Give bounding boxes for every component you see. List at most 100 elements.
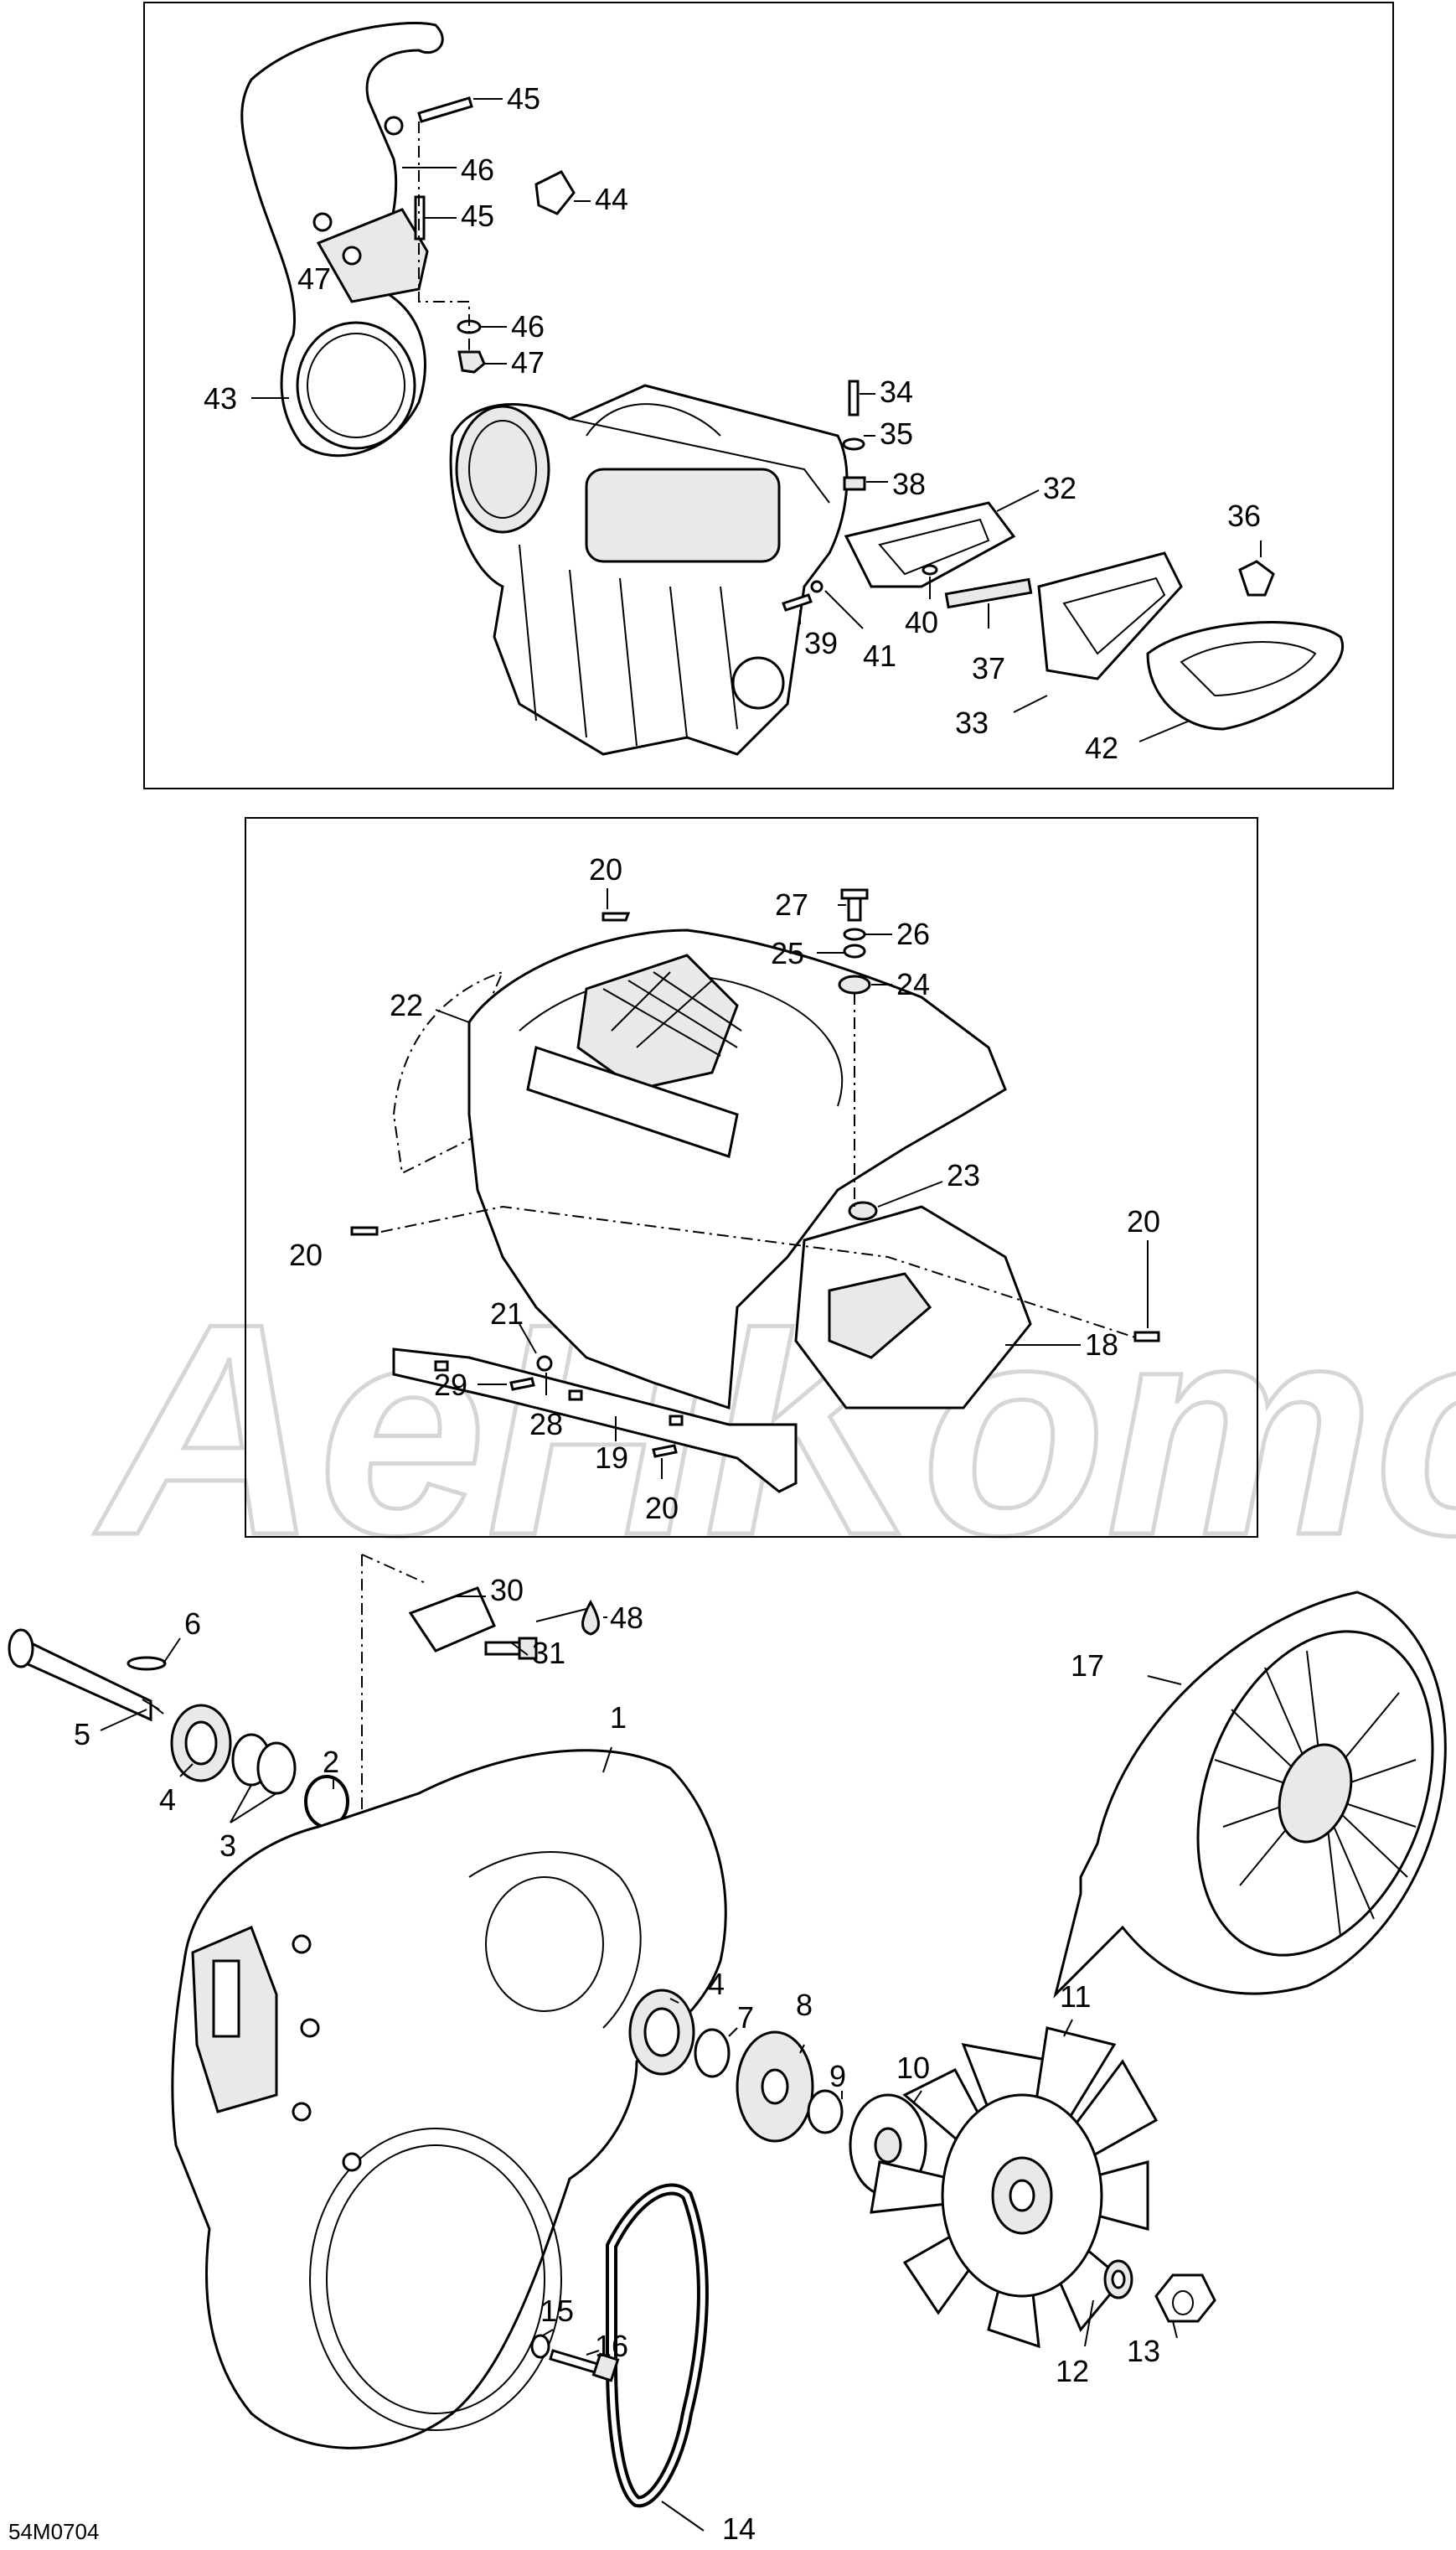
- key-6: [126, 1656, 167, 1671]
- top-assembly: [240, 22, 1344, 756]
- clip-36: [1238, 560, 1275, 597]
- spacer-7: [694, 2028, 731, 2078]
- callout-20a: 20: [589, 852, 622, 887]
- callout-21: 21: [490, 1296, 524, 1331]
- housing-slot: [212, 1959, 240, 2038]
- screw-20d: [652, 1444, 678, 1458]
- callout-26: 26: [896, 917, 930, 951]
- callout-47a: 47: [297, 261, 331, 296]
- callout-48: 48: [610, 1601, 643, 1635]
- callout-29: 29: [434, 1368, 467, 1402]
- washer-46a: [384, 116, 404, 136]
- callout-22: 22: [390, 988, 423, 1022]
- callout-11: 11: [1060, 1979, 1091, 2014]
- bottom-assembly: [8, 1554, 1447, 2508]
- spacer-3b: [256, 1741, 297, 1795]
- callout-12: 12: [1056, 2354, 1089, 2388]
- washer-28: [536, 1355, 553, 1372]
- callout-46b: 46: [511, 309, 545, 344]
- callout-15: 15: [540, 2294, 574, 2328]
- callout-23: 23: [947, 1158, 980, 1192]
- top-assembly-frame: [143, 2, 1394, 789]
- air-silencer-42: [1146, 621, 1344, 731]
- middle-assembly-frame: [245, 817, 1258, 1538]
- callout-36: 36: [1227, 499, 1261, 533]
- callout-1: 1: [610, 1700, 627, 1735]
- oil-drop-icon: [581, 1599, 600, 1636]
- callout-24: 24: [896, 967, 930, 1001]
- housing-hub-opening: [485, 1876, 604, 2012]
- air-intake-opening: [455, 405, 550, 534]
- air-duct-32: [844, 501, 1016, 588]
- callout-28: 28: [529, 1407, 563, 1441]
- screw-20a: [602, 912, 631, 922]
- washer-15: [530, 2334, 550, 2359]
- engine-pulley-end: [731, 656, 785, 710]
- washer-35: [842, 437, 865, 451]
- grommet-23: [848, 1201, 878, 1221]
- callout-14: 14: [722, 2511, 756, 2546]
- air-filter-33: [1037, 551, 1183, 680]
- top-callouts: 45 46 45 44 47 46 47 43 34 35 38 32 36 4…: [204, 81, 1262, 765]
- callout-37: 37: [972, 651, 1005, 685]
- nut-38: [843, 476, 866, 491]
- shaft-5: [15, 1636, 152, 1722]
- bottom-callouts: 30 48 31 6 17 5 1 2 4 3 4 7 8 11 10 9 15: [74, 1573, 1182, 2546]
- bracket-ring-inner: [307, 333, 405, 438]
- callout-27: 27: [775, 887, 808, 922]
- cover-vent: [828, 1272, 932, 1359]
- middle-assembly: [350, 888, 1160, 1493]
- callout-20c: 20: [1127, 1204, 1160, 1239]
- callout-8: 8: [796, 1988, 813, 2022]
- fan-11: [870, 2026, 1159, 2349]
- screw-29: [509, 1377, 535, 1391]
- callout-45b: 45: [461, 199, 494, 233]
- callout-4b: 4: [708, 1967, 725, 2001]
- callout-4a: 4: [159, 1782, 176, 1817]
- clip-30: [408, 1586, 496, 1653]
- callout-33: 33: [955, 706, 989, 740]
- foam-strip-37: [944, 577, 1033, 609]
- screw-39: [782, 593, 813, 612]
- callout-45a: 45: [507, 81, 540, 116]
- bracket-ring-opening: [296, 321, 416, 450]
- airbox-top: [585, 468, 781, 563]
- callout-38: 38: [892, 467, 926, 501]
- diagram-code: 54M0704: [8, 2519, 99, 2544]
- cover-logo-plate: [526, 1046, 739, 1158]
- housing-fan-ring: [309, 2128, 562, 2431]
- callout-25: 25: [771, 936, 804, 970]
- callout-9: 9: [829, 2059, 846, 2093]
- clip-44: [534, 170, 576, 215]
- washer-40: [922, 564, 938, 576]
- callout-20b: 20: [289, 1238, 323, 1272]
- screw-34: [848, 380, 860, 416]
- callout-41: 41: [863, 639, 896, 673]
- callout-20d: 20: [645, 1491, 679, 1525]
- callout-10: 10: [896, 2051, 930, 2085]
- callout-18: 18: [1085, 1327, 1118, 1362]
- washer-25: [843, 944, 866, 959]
- grommet-24: [838, 975, 871, 995]
- callout-13: 13: [1127, 2334, 1160, 2368]
- screw-20c: [1133, 1331, 1160, 1342]
- callout-2: 2: [323, 1745, 339, 1779]
- callout-34: 34: [880, 375, 913, 409]
- engine-outline-ghost: [392, 970, 504, 1175]
- callout-17: 17: [1071, 1648, 1104, 1683]
- shaft-head: [8, 1628, 34, 1668]
- washer-41: [810, 580, 824, 593]
- callout-5: 5: [74, 1717, 90, 1751]
- bolt-45a: [417, 96, 473, 123]
- callout-43: 43: [204, 381, 237, 416]
- callout-16: 16: [595, 2329, 628, 2363]
- callout-46a: 46: [461, 153, 494, 187]
- callout-42: 42: [1085, 731, 1118, 765]
- washer-26: [843, 928, 866, 941]
- callout-3: 3: [219, 1828, 236, 1863]
- nut-47b: [457, 350, 486, 374]
- callout-40: 40: [905, 605, 938, 639]
- callout-6: 6: [184, 1606, 201, 1641]
- callout-35: 35: [880, 416, 913, 451]
- cover-grille: [576, 954, 739, 1091]
